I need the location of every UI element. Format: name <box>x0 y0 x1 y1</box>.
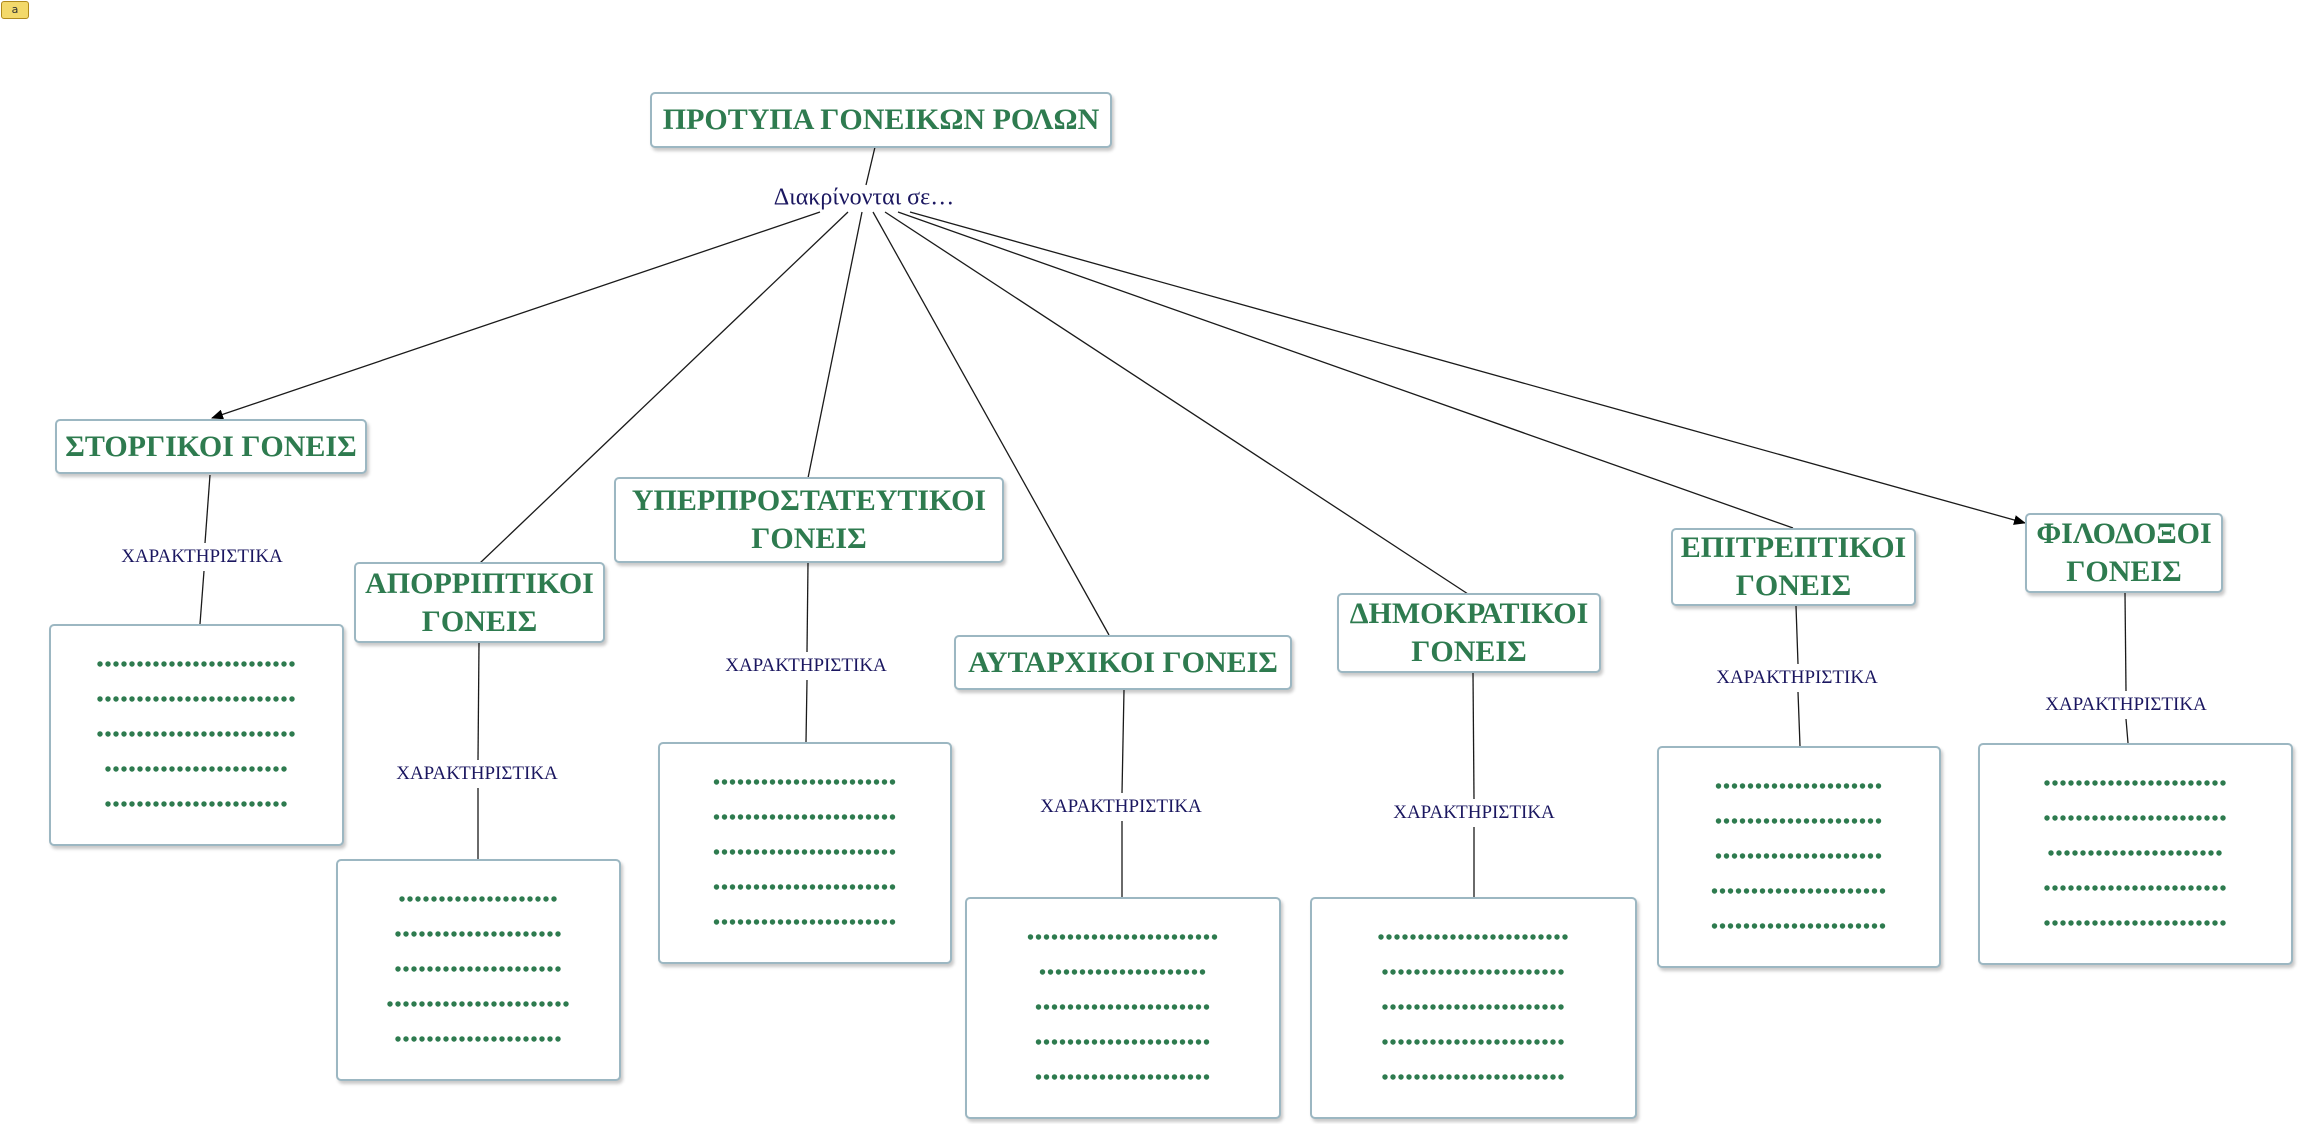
dotted-line: •••••••••••••••••••••••• <box>1026 926 1220 949</box>
root-concept[interactable]: ΠΡΟΤΥΠΑ ΓΟΝΕΙΚΩΝ ΡΟΛΩΝ <box>650 92 1112 148</box>
dotted-line: ••••••••••••••••••••• <box>394 923 563 946</box>
char-line-6-top <box>1795 605 1799 665</box>
link-to-yperprostateftikoi <box>807 211 863 479</box>
dotted-line: •••••••••••••••••••••• <box>1034 996 1212 1019</box>
dotted-line: •••••••••••••••••••••••• <box>1377 926 1570 949</box>
char-line-7-bottom <box>2125 718 2129 744</box>
concept-label-line1: ΔΗΜΟΚΡΑΤΙΚΟΙ <box>1349 597 1589 630</box>
dotted-line: •••••••••••••••••••• <box>398 888 559 911</box>
characteristics-box-yperprostateftikoi[interactable]: ••••••••••••••••••••••• ••••••••••••••••… <box>658 742 952 964</box>
char-line-6-bottom <box>1797 691 1801 747</box>
linking-phrase[interactable]: Διακρίνονται σε… <box>773 184 955 211</box>
link-to-filodoxoi <box>909 211 2026 525</box>
char-line-1-bottom <box>199 570 205 625</box>
dotted-line: ••••••••••••••••••••••••• <box>96 723 297 746</box>
dotted-line: •••••••••••••••••••••• <box>1710 880 1888 903</box>
char-line-3-bottom <box>805 679 808 743</box>
link-to-aporriptikoi <box>479 211 849 564</box>
concept-autarxikoi-goneis[interactable]: ΑΥΤΑΡΧΙΚΟΙ ΓΟΝΕΙΣ <box>954 635 1292 690</box>
char-line-3-top <box>806 562 809 653</box>
concept-aporriptikoi-goneis[interactable]: ΑΠΟΡΡΙΠΤΙΚΟΙ ΓΟΝΕΙΣ <box>354 562 605 643</box>
dotted-line: ••••••••••••••••••••••• <box>712 806 898 829</box>
dotted-line: ••••••••••••••••••••• <box>1714 775 1884 798</box>
concept-epitreptikoi-goneis[interactable]: ΕΠΙΤΡΕΠΤΙΚΟΙ ΓΟΝΕΙΣ <box>1671 528 1916 606</box>
characteristics-box-filodoxoi[interactable]: ••••••••••••••••••••••• ••••••••••••••••… <box>1978 743 2293 965</box>
concept-label-line1: ΑΥΤΑΡΧΙΚΟΙ ΓΟΝΕΙΣ <box>968 645 1278 679</box>
dotted-line: ••••••••••••••••••••••••• <box>96 653 297 676</box>
dotted-line: ••••••••••••••••••••••••• <box>96 688 297 711</box>
char-line-1-top <box>204 474 211 544</box>
dotted-line: ••••••••••••••••••••••• <box>712 841 898 864</box>
dotted-line: •••••••••••••••••••••• <box>2047 842 2224 865</box>
characteristics-label[interactable]: ΧΑΡΑΚΤΗΡΙΣΤΙΚΑ <box>1716 667 1878 688</box>
dotted-line: ••••••••••••••••••••••• <box>1381 996 1566 1019</box>
dotted-line: ••••••••••••••••••••••• <box>1381 1066 1566 1089</box>
concept-label-line2: ΓΟΝΕΙΣ <box>751 522 867 555</box>
concept-label-line2: ΓΟΝΕΙΣ <box>1411 635 1527 668</box>
dotted-line: ••••••••••••••••••••••• <box>1381 961 1566 984</box>
char-line-4-top <box>1121 689 1125 794</box>
concept-label-line1: ΥΠΕΡΠΡΟΣΤΑΤΕΥΤΙΚΟΙ <box>631 484 987 517</box>
root-title: ΠΡΟΤΥΠΑ ΓΟΝΕΙΚΩΝ ΡΟΛΩΝ <box>662 103 1100 136</box>
char-line-2-top <box>477 642 480 761</box>
dotted-line: ••••••••••••••••••••••• <box>1381 1031 1566 1054</box>
dotted-line: ••••••••••••••••••••• <box>1714 845 1884 868</box>
concept-label-line2: ΓΟΝΕΙΣ <box>421 604 538 638</box>
link-to-epitreptikoi <box>897 211 1794 529</box>
characteristics-label[interactable]: ΧΑΡΑΚΤΗΡΙΣΤΙΚΑ <box>121 546 283 567</box>
characteristics-box-epitreptikoi[interactable]: ••••••••••••••••••••• ••••••••••••••••••… <box>1657 746 1941 968</box>
dotted-line: ••••••••••••••••••••••• <box>712 876 898 899</box>
link-to-storgikoi <box>211 211 821 420</box>
dotted-line: ••••••••••••••••••••• <box>1038 961 1208 984</box>
dotted-line: ••••••••••••••••••••••• <box>2043 807 2228 830</box>
dotted-line: ••••••••••••••••••••••• <box>712 771 898 794</box>
dotted-line: ••••••••••••••••••••••• <box>712 911 898 934</box>
dotted-line: ••••••••••••••••••••• <box>1714 810 1884 833</box>
concept-label-line1: ΦΙΛΟΔΟΞΟΙ <box>2036 517 2212 550</box>
characteristics-box-autarxikoi[interactable]: •••••••••••••••••••••••• •••••••••••••••… <box>965 897 1281 1119</box>
concept-label-line2: ΓΟΝΕΙΣ <box>2066 555 2182 588</box>
dotted-line: ••••••••••••••••••••••• <box>2043 877 2228 900</box>
link-to-dimokratikoi <box>884 211 1469 595</box>
characteristics-label[interactable]: ΧΑΡΑΚΤΗΡΙΣΤΙΚΑ <box>725 655 887 676</box>
characteristics-label[interactable]: ΧΑΡΑΚΤΗΡΙΣΤΙΚΑ <box>1040 796 1202 817</box>
characteristics-label[interactable]: ΧΑΡΑΚΤΗΡΙΣΤΙΚΑ <box>396 763 558 784</box>
characteristics-box-dimokratikoi[interactable]: •••••••••••••••••••••••• •••••••••••••••… <box>1310 897 1637 1119</box>
link-to-autarxikoi <box>872 211 1110 636</box>
characteristics-box-storgikoi[interactable]: ••••••••••••••••••••••••• ••••••••••••••… <box>49 624 344 846</box>
dotted-line: ••••••••••••••••••••••• <box>104 793 289 816</box>
concept-label-line1: ΕΠΙΤΡΕΠΤΙΚΟΙ <box>1680 531 1907 564</box>
concept-label-line1: ΣΤΟΡΓΙΚΟΙ ΓΟΝΕΙΣ <box>65 429 357 463</box>
characteristics-box-aporriptikoi[interactable]: •••••••••••••••••••• •••••••••••••••••••… <box>336 859 621 1081</box>
char-line-5-top <box>1472 672 1475 800</box>
dotted-line: ••••••••••••••••••••••• <box>386 993 571 1016</box>
tool-icon-letter: a <box>11 3 19 16</box>
concept-storgikoi-goneis[interactable]: ΣΤΟΡΓΙΚΟΙ ΓΟΝΕΙΣ <box>55 419 367 474</box>
char-line-7-top <box>2124 592 2127 692</box>
dotted-line: ••••••••••••••••••••••• <box>2043 912 2228 935</box>
concept-map-tool-icon[interactable]: a <box>1 1 29 19</box>
dotted-line: ••••••••••••••••••••••• <box>2043 772 2228 795</box>
concept-filodoxoi-goneis[interactable]: ΦΙΛΟΔΟΞΟΙ ΓΟΝΕΙΣ <box>2025 513 2223 593</box>
dotted-line: ••••••••••••••••••••• <box>394 958 563 981</box>
concept-label-line1: ΑΠΟΡΡΙΠΤΙΚΟΙ <box>365 566 594 600</box>
concept-dimokratikoi-goneis[interactable]: ΔΗΜΟΚΡΑΤΙΚΟΙ ΓΟΝΕΙΣ <box>1337 593 1601 673</box>
concept-yperprostateftikoi-goneis[interactable]: ΥΠΕΡΠΡΟΣΤΑΤΕΥΤΙΚΟΙ ΓΟΝΕΙΣ <box>614 477 1004 563</box>
characteristics-label[interactable]: ΧΑΡΑΚΤΗΡΙΣΤΙΚΑ <box>1393 802 1555 823</box>
dotted-line: •••••••••••••••••••••• <box>1034 1031 1212 1054</box>
dotted-line: ••••••••••••••••••••• <box>394 1028 563 1051</box>
dotted-line: •••••••••••••••••••••• <box>1710 915 1888 938</box>
concept-label-line2: ΓΟΝΕΙΣ <box>1735 569 1852 602</box>
root-to-phrase-line <box>865 146 876 186</box>
dotted-line: •••••••••••••••••••••• <box>1034 1066 1212 1089</box>
characteristics-label[interactable]: ΧΑΡΑΚΤΗΡΙΣΤΙΚΑ <box>2045 694 2207 715</box>
dotted-line: ••••••••••••••••••••••• <box>104 758 289 781</box>
